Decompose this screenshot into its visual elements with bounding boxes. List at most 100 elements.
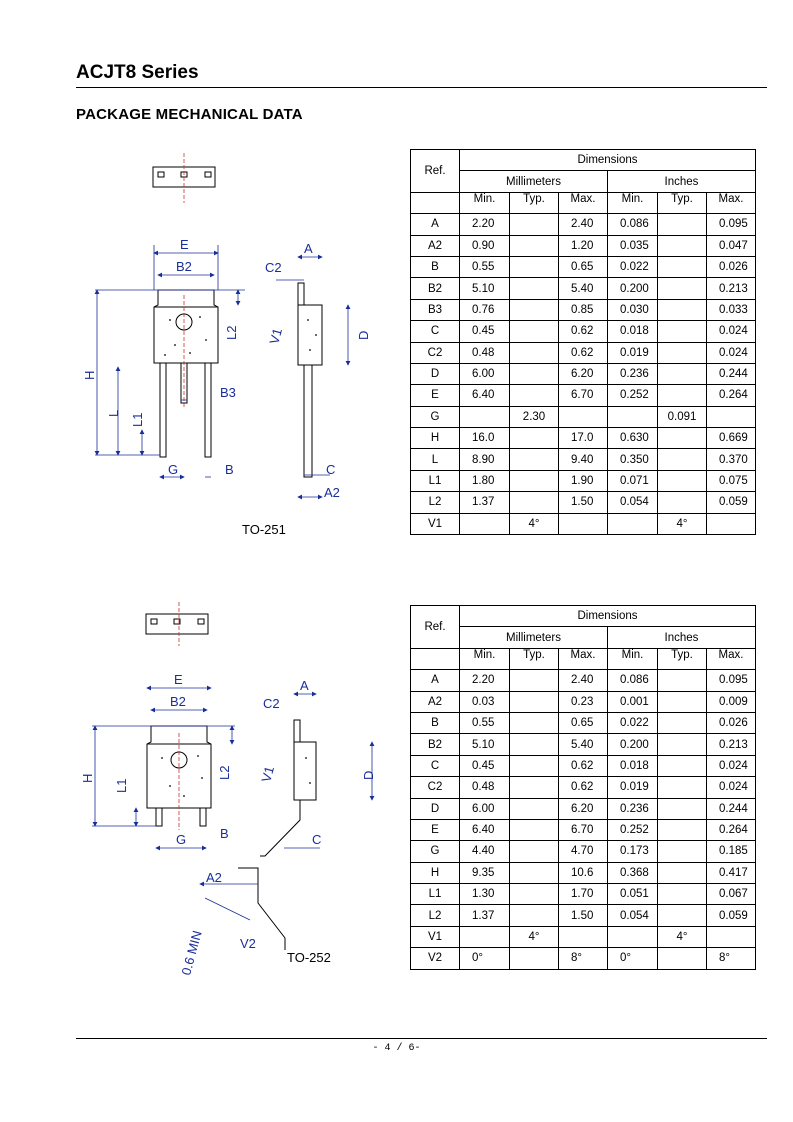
- cell-in-typ: [657, 234, 707, 257]
- to251-label-A2: A2: [324, 485, 340, 500]
- cell-mm-min: 0.55: [459, 711, 510, 735]
- to251-label-B3: B3: [220, 385, 236, 400]
- cell-mm-max: 2.40: [558, 213, 608, 236]
- to252-label-G: G: [176, 832, 186, 847]
- cell-mm-max: 2.40: [558, 669, 608, 692]
- cell-in-max: 0.059: [706, 904, 756, 927]
- cell-ref: L1: [410, 469, 460, 493]
- cell-in-max: 0.075: [706, 469, 756, 493]
- header-in-typ: Typ.: [657, 647, 707, 671]
- cell-in-min: 0.200: [607, 277, 658, 300]
- cell-in-max: 0.059: [706, 491, 756, 514]
- cell-mm-min: 0.76: [459, 298, 510, 322]
- cell-ref: B: [410, 711, 460, 735]
- header-mm-typ: Typ.: [509, 191, 559, 215]
- to252-label-min-note: 0.6 MIN: [178, 929, 204, 977]
- cell-in-min: 0.054: [607, 904, 658, 927]
- cell-ref: L: [410, 448, 460, 471]
- cell-mm-min: 8.90: [459, 448, 510, 471]
- cell-in-typ: [657, 754, 707, 778]
- to251-dimensions-table: Ref. Dimensions Millimeters Inches Min. …: [410, 148, 756, 536]
- cell-mm-typ: 2.30: [509, 405, 559, 429]
- to251-label-B2: B2: [176, 259, 192, 274]
- cell-mm-min: 4.40: [459, 840, 510, 863]
- bottom-rule: [76, 1038, 767, 1039]
- cell-mm-typ: [509, 947, 559, 970]
- cell-mm-max: 17.0: [558, 427, 608, 450]
- header-in-max: Max.: [706, 647, 756, 671]
- cell-in-typ: [657, 861, 707, 885]
- cell-ref: L2: [410, 904, 460, 927]
- cell-in-min: 0.035: [607, 234, 658, 257]
- to252-label-A2: A2: [206, 870, 222, 885]
- cell-mm-max: 1.50: [558, 491, 608, 514]
- cell-mm-max: 9.40: [558, 448, 608, 471]
- to252-topview-body: [145, 613, 209, 635]
- cell-ref: H: [410, 861, 460, 885]
- to251-caption: TO-251: [242, 522, 286, 537]
- cell-mm-max: 6.20: [558, 797, 608, 820]
- cell-in-max: 0.024: [706, 341, 756, 364]
- to251-label-D: D: [356, 331, 371, 340]
- to252-caption: TO-252: [287, 950, 331, 965]
- cell-in-max: 0.024: [706, 776, 756, 799]
- cell-mm-max: [558, 405, 608, 429]
- cell-mm-typ: [509, 840, 559, 863]
- cell-in-min: 0.030: [607, 298, 658, 322]
- cell-mm-min: 6.00: [459, 797, 510, 820]
- header-mm-max: Max.: [558, 191, 608, 215]
- cell-in-min: 0°: [607, 947, 658, 970]
- cell-in-max: 0.244: [706, 797, 756, 820]
- cell-mm-min: 5.10: [459, 733, 510, 756]
- to251-label-E: E: [180, 237, 189, 252]
- cell-in-min: 0.252: [607, 818, 658, 842]
- cell-mm-max: [558, 925, 608, 949]
- header-in-min: Min.: [607, 647, 658, 671]
- cell-in-typ: [657, 341, 707, 364]
- cell-mm-max: 5.40: [558, 733, 608, 756]
- to251-label-A: A: [304, 241, 313, 256]
- to252-label-A: A: [300, 678, 309, 693]
- cell-mm-typ: [509, 754, 559, 778]
- cell-mm-max: 0.62: [558, 320, 608, 343]
- to251-label-G: G: [168, 462, 178, 477]
- cell-mm-typ: [509, 362, 559, 386]
- cell-mm-min: 1.37: [459, 491, 510, 514]
- cell-mm-min: 1.80: [459, 469, 510, 493]
- cell-in-typ: [657, 818, 707, 842]
- cell-mm-max: 1.20: [558, 234, 608, 257]
- to252-label-E: E: [174, 672, 183, 687]
- cell-mm-max: 8°: [558, 947, 608, 970]
- to252-label-B2: B2: [170, 694, 186, 709]
- cell-ref: C: [410, 754, 460, 778]
- to252-drawing: E B2 A C2 L2 D H L1 G B C A2 V2 V1 0.6 M…: [80, 598, 380, 978]
- cell-mm-min: 6.00: [459, 362, 510, 386]
- cell-in-min: 0.350: [607, 448, 658, 471]
- cell-ref: H: [410, 427, 460, 450]
- cell-in-max: [706, 925, 756, 949]
- header-mm-typ: Typ.: [509, 647, 559, 671]
- cell-in-typ: [657, 733, 707, 756]
- to251-label-L: L: [106, 410, 121, 417]
- cell-mm-max: 5.40: [558, 277, 608, 300]
- cell-mm-typ: 4°: [509, 512, 559, 536]
- cell-ref: A2: [410, 234, 460, 257]
- cell-in-max: 0.067: [706, 883, 756, 906]
- cell-in-max: 0.095: [706, 669, 756, 692]
- header-ref: Ref.: [410, 605, 460, 649]
- to252-side-lead: [260, 800, 301, 857]
- cell-mm-typ: [509, 384, 559, 407]
- cell-ref: D: [410, 362, 460, 386]
- cell-in-min: [607, 405, 658, 429]
